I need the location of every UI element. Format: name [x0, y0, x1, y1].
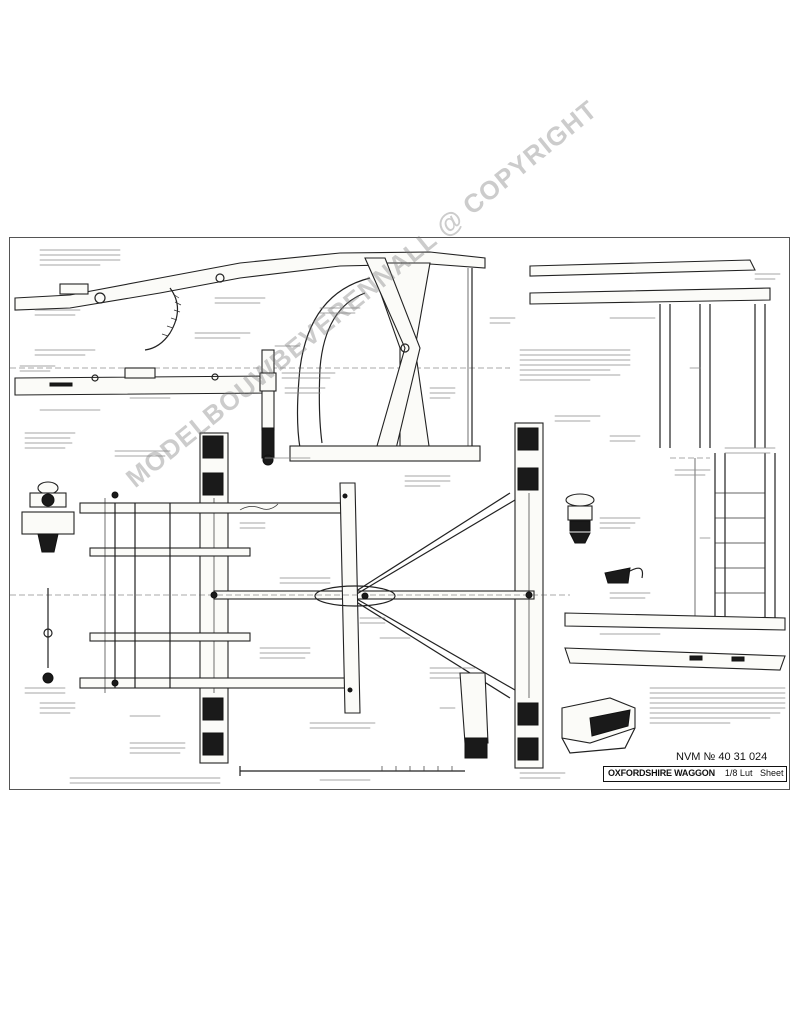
bolster-elevation: [289, 257, 516, 487]
drawing-title: OXFORDSHIRE WAGGON: [608, 768, 715, 778]
drawing-scale: 1/8 Lut: [724, 768, 753, 778]
scale-bar: [69, 766, 465, 784]
side-elevation-front-gear: [10, 251, 510, 396]
ladder-elevation: [670, 447, 776, 623]
king-pin-detail: [259, 345, 336, 466]
left-details: [21, 432, 76, 714]
notes-upper-right: [519, 349, 641, 442]
hub-detail: [439, 672, 566, 779]
bolt-detail-right: [565, 493, 641, 544]
title-block: OXFORDSHIRE WAGGON 1/8 Lut Sheet 4: [603, 766, 787, 782]
drawing-sheet: [9, 237, 790, 790]
drag-shoe-detail: [561, 687, 786, 754]
notes-top-left: [19, 249, 266, 411]
undercarriage-plan: [10, 422, 570, 769]
lower-rails: [564, 612, 786, 671]
side-rails: [529, 259, 781, 448]
drawing-number: NVM № 40 31 024: [676, 751, 768, 763]
waggon-plan-drawing: [10, 249, 786, 784]
hook-detail: [604, 567, 651, 599]
sheet-number: Sheet 4: [759, 768, 786, 778]
